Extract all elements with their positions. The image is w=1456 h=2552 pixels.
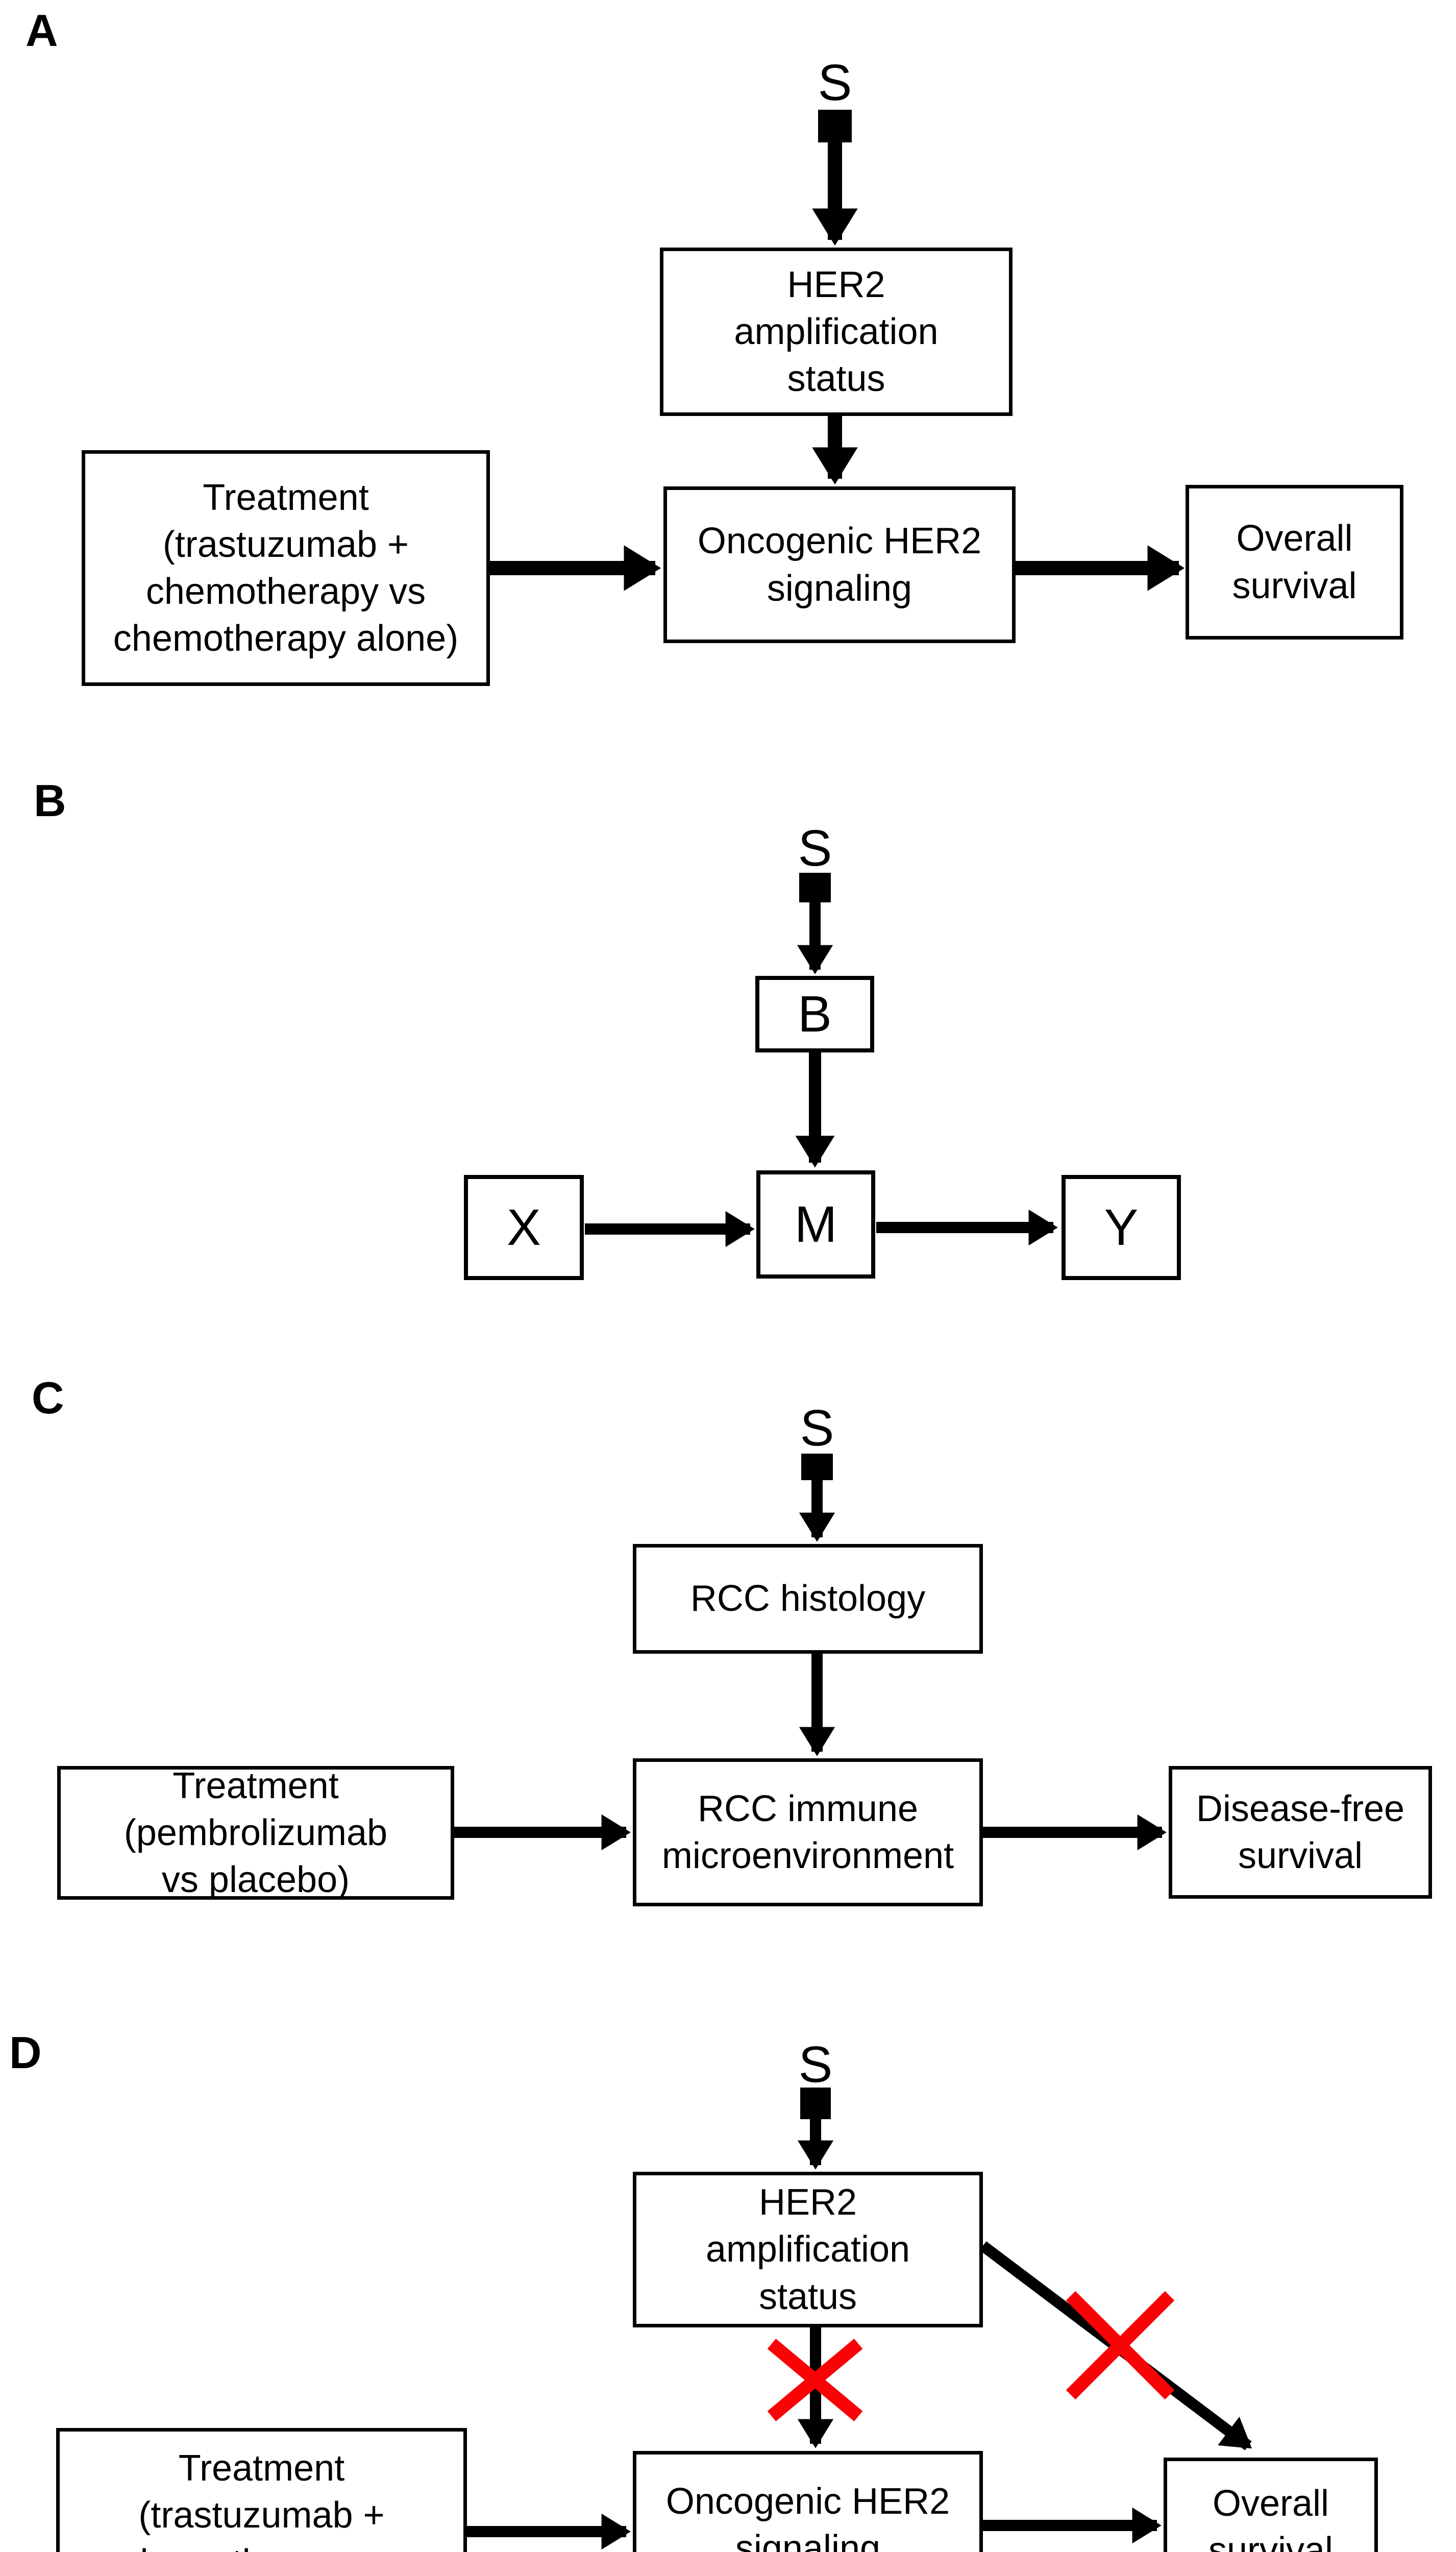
box-text-line: chemotherapy vs [145, 571, 426, 612]
panel-b-b-node-box: B [755, 976, 874, 1052]
box-text-line: Y [1104, 1199, 1139, 1256]
panel-a-confounder-box: HER2 amplification status [660, 248, 1013, 416]
box-text-line: HER2 [758, 2182, 857, 2223]
panel-b-y-node-box: Y [1062, 1175, 1181, 1280]
box-text-line: M [794, 1196, 837, 1253]
panel-d-confounder-box: HER2 amplification status [633, 2172, 983, 2327]
box-text-line: Overall [1236, 518, 1353, 559]
box-text-line: (trastuzumab + [138, 2495, 385, 2536]
panel-c-mediator-box: RCC immune microenvironment [633, 1758, 983, 1906]
red-cross-icon-diagonal-path [1066, 2291, 1175, 2400]
box-text-line: Overall [1212, 2483, 1329, 2524]
box-text-line: amplification [734, 311, 939, 352]
panel-d-treatment-box: Treatment (trastuzumab + chemotherapy vs… [56, 2428, 467, 2552]
selection-square-icon-b [799, 873, 831, 902]
box-text-line: survival [1238, 1835, 1363, 1876]
panel-b-graphics [585, 873, 1058, 1247]
box-text-line: Disease-free [1196, 1788, 1405, 1829]
panel-d-selection-node-label: S [798, 2036, 833, 2093]
box-text-line: signaling [767, 568, 912, 609]
box-text-line: Oncogenic HER2 [697, 521, 982, 562]
box-text-line: B [798, 986, 832, 1043]
box-text-line: chemotherapy vs [121, 2539, 401, 2552]
selection-square-icon-a [818, 110, 852, 142]
panel-a-mediator-box: Oncogenic HER2 signaling [663, 486, 1016, 643]
panel-c-selection-node-label: S [800, 1400, 834, 1457]
panel-c-label: C [32, 1372, 64, 1423]
box-text-line: survival [1232, 565, 1357, 606]
box-text-line: amplification [705, 2229, 910, 2270]
panel-a-label: A [26, 5, 58, 56]
panel-a-graphics [490, 110, 1185, 591]
box-text-line: vs placebo) [161, 1859, 350, 1901]
box-text-line: status [758, 2276, 857, 2317]
box-text-line: Oncogenic HER2 [665, 2481, 950, 2522]
panel-d-mediator-box: Oncogenic HER2 signaling [633, 2451, 983, 2552]
box-text-line: microenvironment [661, 1835, 954, 1876]
box-text-line: Treatment [203, 477, 369, 518]
panel-a-outcome-box: Overall survival [1186, 485, 1403, 640]
red-cross-icon-vertical-path [767, 2339, 863, 2421]
panel-d-label: D [9, 2027, 42, 2078]
panel-c-graphics [454, 1454, 1167, 1851]
box-text-line: RCC histology [690, 1578, 926, 1619]
panel-b-selection-node-label: S [798, 820, 832, 877]
box-text-line: signaling [735, 2528, 881, 2552]
box-text-line: (pembrolizumab [124, 1812, 388, 1853]
box-text-line: HER2 [787, 264, 885, 305]
panel-c-outcome-box: Disease-free survival [1169, 1766, 1432, 1899]
box-text-line: survival [1208, 2530, 1334, 2552]
selection-square-icon-c [801, 1454, 833, 1480]
box-text-line: (trastuzumab + [162, 524, 409, 565]
panel-d-outcome-box: Overall survival [1164, 2458, 1378, 2552]
panel-c-confounder-box: RCC histology [633, 1544, 983, 1654]
panel-b-x-node-box: X [464, 1175, 584, 1280]
box-text-line: X [507, 1199, 541, 1256]
panel-a-selection-node-label: S [818, 54, 852, 111]
box-text-line: RCC immune [697, 1788, 919, 1829]
panel-b-label: B [34, 775, 66, 826]
box-text-line: chemotherapy alone) [113, 618, 459, 659]
box-text-line: Treatment [172, 1765, 339, 1806]
panel-b-m-node-box: M [756, 1170, 875, 1279]
selection-square-icon-d [800, 2088, 831, 2119]
panel-a-treatment-box: Treatment (trastuzumab + chemotherapy vs… [82, 450, 490, 686]
box-text-line: status [787, 358, 885, 400]
panel-c-treatment-box: Treatment (pembrolizumab vs placebo) [57, 1765, 454, 1901]
panel-d-graphics [467, 2088, 1252, 2550]
box-text-line: Treatment [178, 2448, 345, 2489]
